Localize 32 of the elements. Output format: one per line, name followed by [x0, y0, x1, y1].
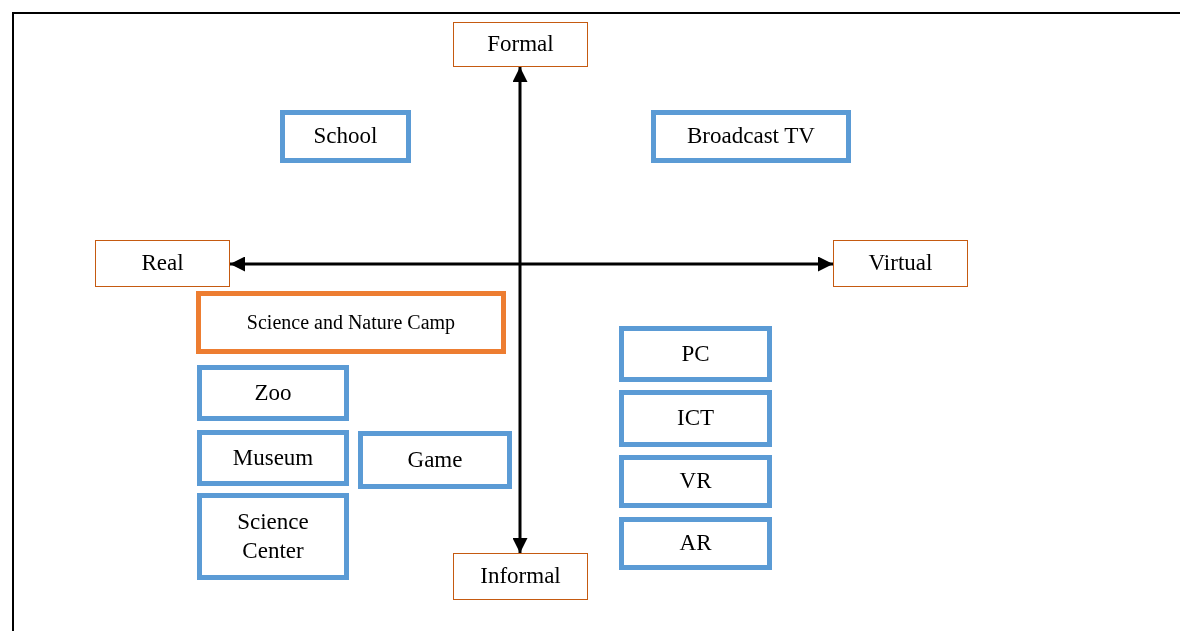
node-label: Zoo [254, 378, 292, 407]
node-label: Real [141, 249, 184, 278]
node-label: Informal [480, 562, 561, 591]
node-label: Science and Nature Camp [246, 310, 456, 335]
axis-label [95, 240, 230, 287]
double-arrow [230, 256, 833, 272]
axis-label [453, 22, 588, 67]
category-box [197, 430, 349, 486]
node-label: AR [679, 529, 712, 558]
node-label: Virtual [868, 249, 933, 278]
node-label: ICT [676, 404, 715, 433]
node-label: School [313, 122, 378, 151]
double-arrow [512, 67, 528, 553]
node-label: Game [407, 445, 463, 474]
category-box [619, 326, 772, 382]
category-box [197, 365, 349, 421]
category-box [651, 110, 851, 163]
category-box [619, 517, 772, 570]
node-label: Broadcast TV [687, 122, 815, 151]
node-label: VR [679, 467, 712, 496]
node-label: Formal [487, 30, 554, 59]
node-label: PC [681, 339, 710, 368]
axis-label [833, 240, 968, 287]
axis-label [453, 553, 588, 600]
category-box [358, 431, 512, 489]
category-box [619, 390, 772, 447]
category-box [619, 455, 772, 508]
node-label: Museum [232, 443, 314, 472]
highlight-box [196, 291, 506, 354]
node-label: Science Center [236, 507, 310, 565]
category-box [280, 110, 411, 163]
category-box [197, 493, 349, 580]
